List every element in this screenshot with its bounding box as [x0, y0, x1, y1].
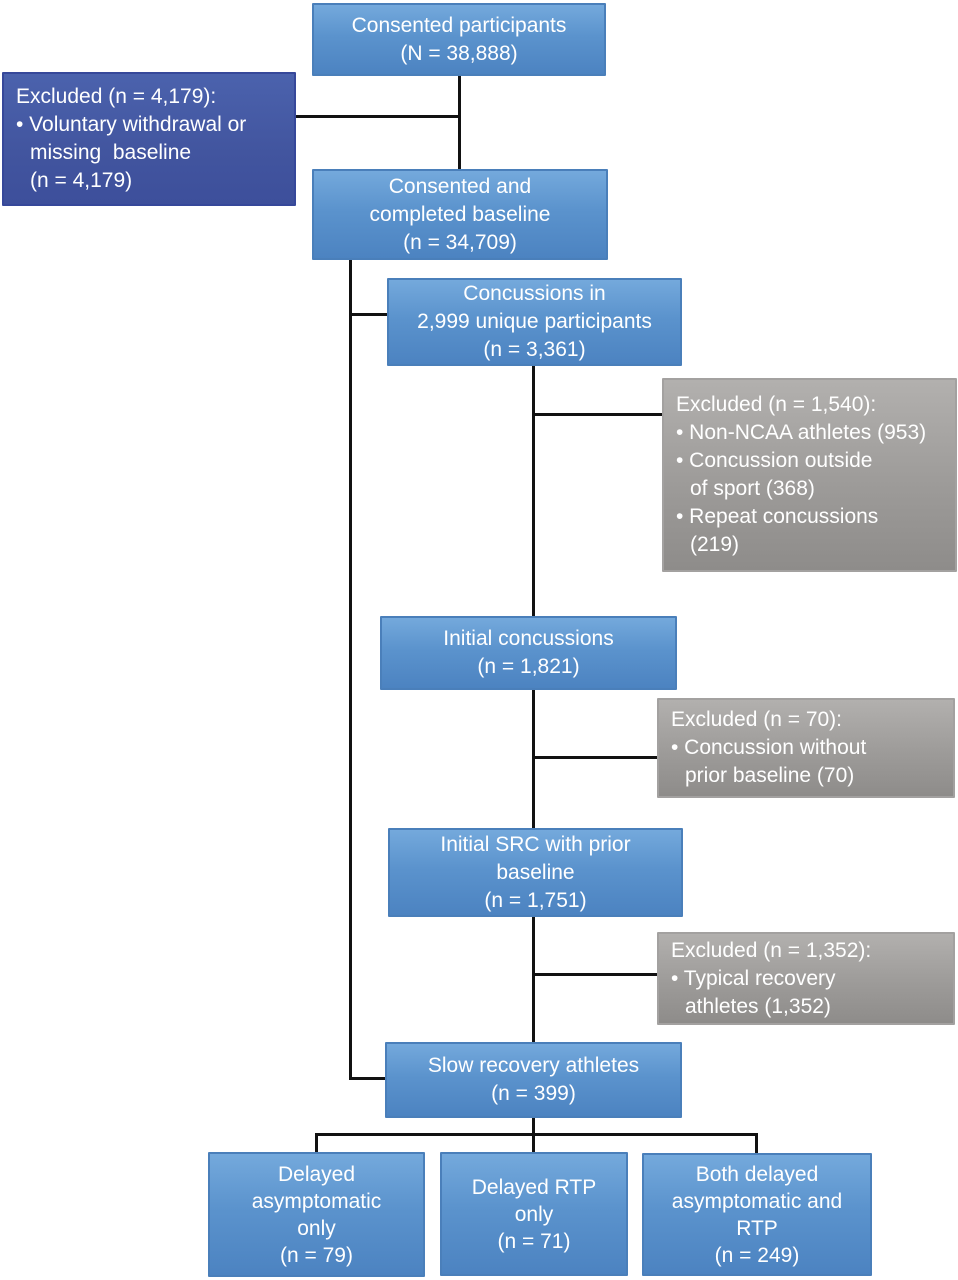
connector-drop-delayed-asymptomatic — [315, 1133, 318, 1153]
box-line: RTP — [736, 1216, 778, 1240]
box-excluded-70: Excluded (n = 70): • Concussion without … — [657, 698, 955, 798]
box-line: (n = 4,179) — [30, 169, 133, 192]
box-line: Slow recovery athletes — [427, 1054, 640, 1077]
box-delayed-asymptomatic-only: Delayed asymptomatic only (n = 79) — [208, 1152, 425, 1277]
box-initial-concussions: Initial concussions (n = 1,821) — [380, 616, 677, 690]
connector-bottom-vertical — [532, 1118, 535, 1154]
box-delayed-rtp-only: Delayed RTP only (n = 71) — [440, 1152, 628, 1276]
connector-slow-recovery-elbow — [349, 1077, 387, 1080]
box-line: • Repeat concussions — [676, 505, 879, 528]
box-consented-participants: Consented participants (N = 38,888) — [312, 3, 606, 76]
box-slow-recovery-athletes: Slow recovery athletes (n = 399) — [385, 1042, 682, 1118]
connector-excluded-baseline-branch — [296, 115, 460, 118]
box-line: only — [297, 1216, 336, 1240]
box-line: Excluded (n = 1,352): — [671, 938, 872, 962]
connector-excluded-70-branch — [533, 756, 658, 759]
connector-mid-vertical-2 — [532, 690, 535, 830]
box-line: Excluded (n = 4,179): — [16, 85, 217, 108]
box-line: (n = 71) — [497, 1229, 571, 1253]
box-line: • Concussion without — [671, 736, 867, 759]
box-line: Delayed RTP — [471, 1175, 597, 1199]
connector-mid-vertical-3 — [532, 917, 535, 1044]
box-line: missing baseline — [30, 141, 192, 164]
box-line: of sport (368) — [690, 477, 815, 500]
connector-top-vertical — [458, 76, 461, 171]
connector-drop-both-delayed — [755, 1133, 758, 1154]
box-line: (N = 38,888) — [400, 41, 518, 65]
box-both-delayed-asymptomatic-rtp: Both delayed asymptomatic and RTP (n = 2… — [642, 1153, 872, 1276]
box-line: (n = 34,709) — [403, 230, 517, 254]
box-concussions-unique-participants: Concussions in 2,999 unique participants… — [387, 278, 682, 366]
connector-excluded-1540-branch — [533, 413, 663, 416]
box-initial-src-prior-baseline: Initial SRC with prior baseline (n = 1,7… — [388, 828, 683, 917]
box-line: (n = 249) — [714, 1243, 800, 1267]
box-line: (n = 1,751) — [484, 888, 587, 912]
box-line: baseline — [496, 860, 575, 884]
box-line: Both delayed — [695, 1162, 819, 1186]
box-line: Delayed — [277, 1162, 356, 1186]
box-line: Consented participants — [351, 13, 567, 37]
box-line: completed baseline — [369, 202, 551, 226]
box-consented-completed-baseline: Consented and completed baseline (n = 34… — [312, 169, 608, 260]
box-line: • Non-NCAA athletes (953) — [676, 421, 927, 444]
box-line: only — [514, 1202, 554, 1226]
box-line: athletes (1,352) — [685, 994, 831, 1018]
box-line: (n = 79) — [280, 1243, 353, 1267]
box-line: • Voluntary withdrawal or — [16, 113, 247, 136]
connector-excluded-1352-branch — [533, 973, 658, 976]
box-line: asymptomatic and — [671, 1189, 843, 1213]
box-line: (n = 3,361) — [483, 338, 586, 361]
box-line: Initial concussions — [443, 627, 614, 650]
box-line: 2,999 unique participants — [417, 310, 652, 333]
connector-mid-vertical-1 — [532, 366, 535, 618]
box-line: Initial SRC with prior — [440, 832, 631, 856]
box-line: Consented and — [388, 174, 532, 198]
box-line: • Concussion outside — [676, 449, 873, 472]
connector-bottom-branch — [315, 1133, 758, 1136]
box-excluded-1540: Excluded (n = 1,540): • Non-NCAA athlete… — [662, 378, 957, 572]
box-line: (n = 399) — [491, 1082, 576, 1105]
box-excluded-1352: Excluded (n = 1,352): • Typical recovery… — [657, 932, 955, 1025]
box-line: Excluded (n = 70): — [671, 708, 843, 731]
box-line: prior baseline (70) — [685, 764, 855, 787]
box-excluded-voluntary-withdrawal: Excluded (n = 4,179): • Voluntary withdr… — [2, 72, 296, 206]
box-line: asymptomatic — [251, 1189, 382, 1213]
box-line: • Typical recovery — [671, 966, 836, 990]
box-line: (n = 1,821) — [477, 655, 580, 678]
connector-concussions-branch — [349, 313, 389, 316]
connector-left-long-vertical — [349, 259, 352, 1080]
box-line: Concussions in — [463, 282, 606, 305]
box-line: (219) — [690, 533, 740, 556]
box-line: Excluded (n = 1,540): — [676, 393, 877, 416]
